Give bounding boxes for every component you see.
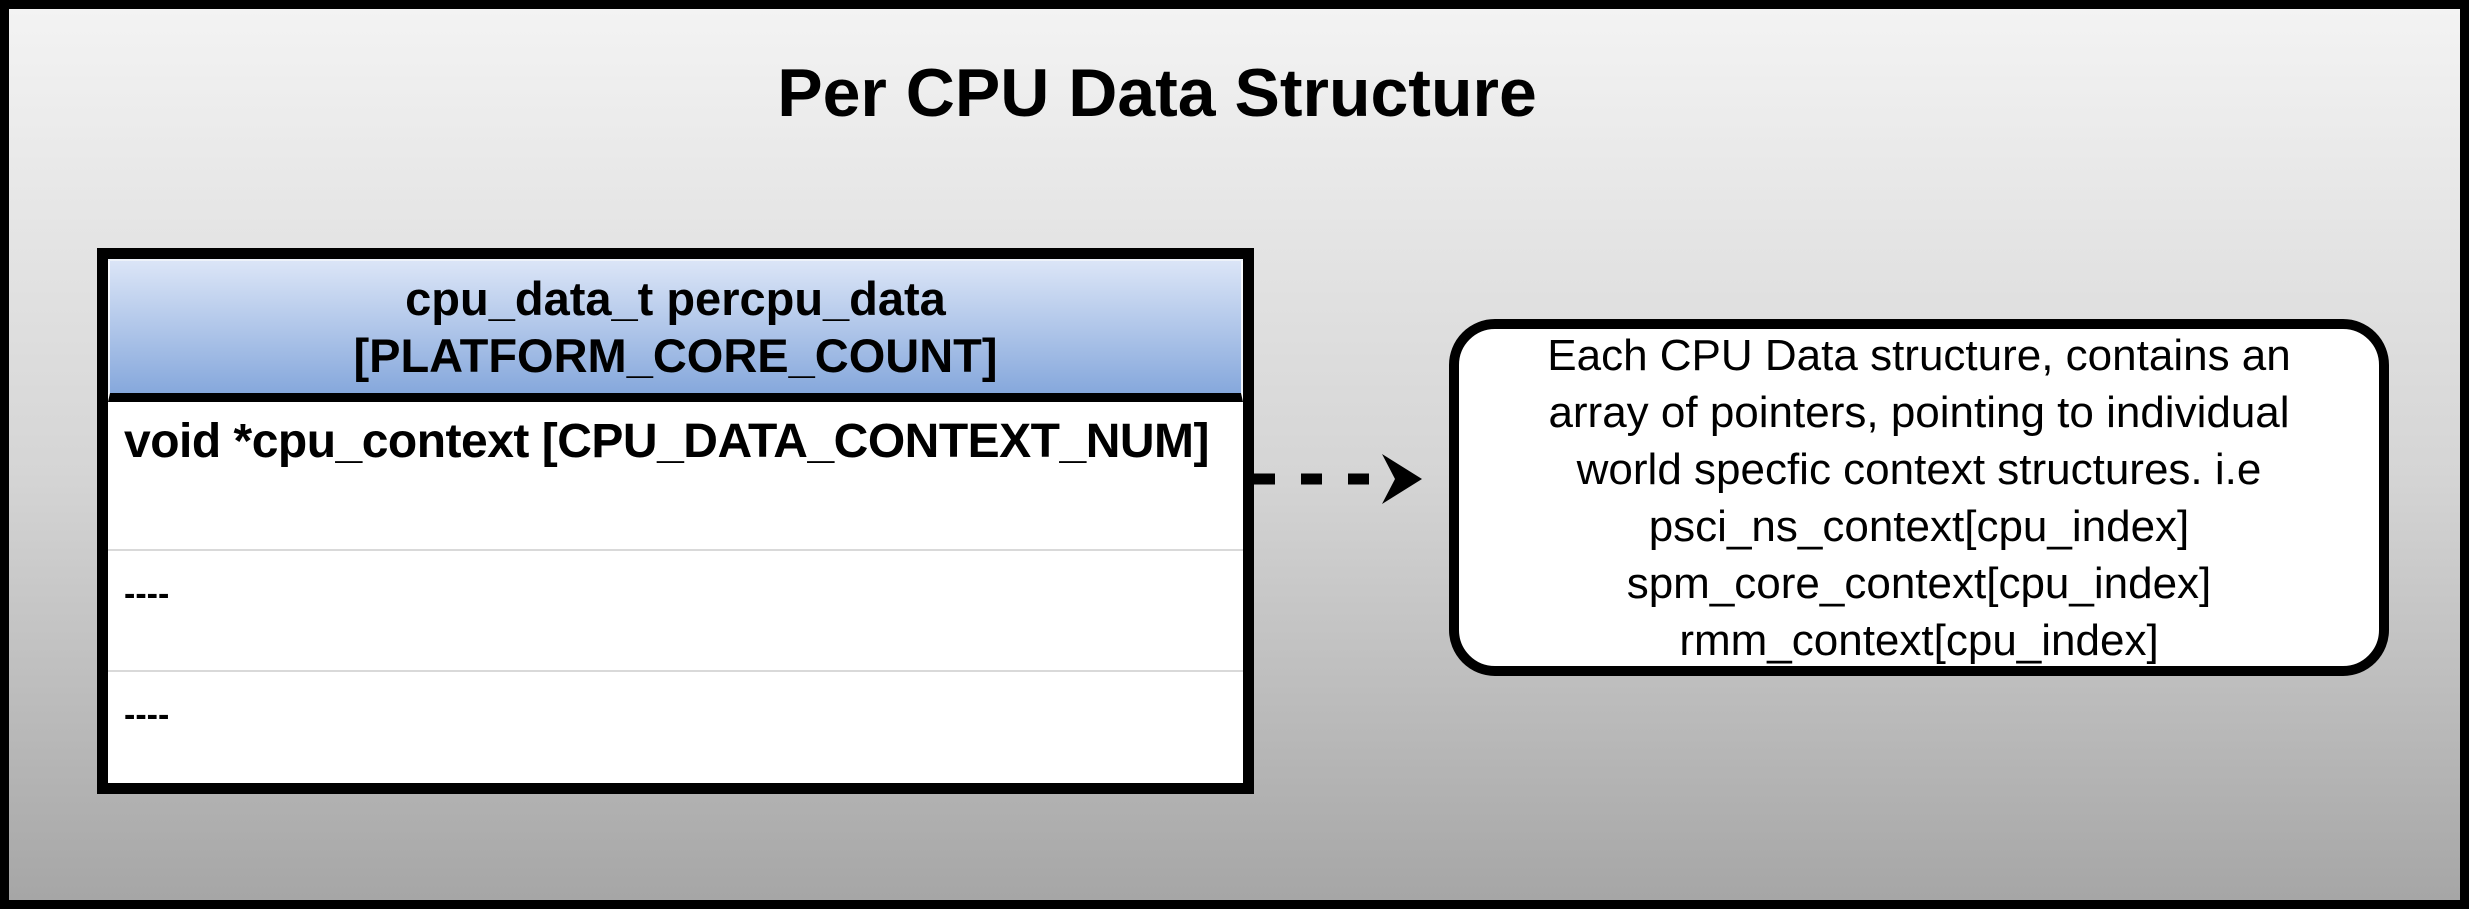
- cpu-context-note-callout: Each CPU Data structure, contains an arr…: [1449, 319, 2389, 676]
- table-row-placeholder-1: ----: [108, 551, 1243, 672]
- cpu-context-field-label: void *cpu_context [CPU_DATA_CONTEXT_NUM]: [124, 415, 1209, 468]
- table-row-cpu-context: void *cpu_context [CPU_DATA_CONTEXT_NUM]: [108, 402, 1243, 551]
- table-header-line-2: [PLATFORM_CORE_COUNT]: [353, 329, 998, 382]
- note-line: psci_ns_context[cpu_index]: [1648, 501, 2190, 551]
- diagram-title: Per CPU Data Structure: [777, 55, 1537, 131]
- note-line: world specfic context structures. i.e: [1576, 444, 2262, 494]
- cpu-data-table-header: cpu_data_t percpu_data [PLATFORM_CORE_CO…: [108, 259, 1243, 402]
- placeholder-dashes: ----: [124, 696, 170, 734]
- note-line: rmm_context[cpu_index]: [1679, 615, 2159, 665]
- placeholder-dashes: ----: [124, 575, 170, 613]
- table-header-line-1: cpu_data_t percpu_data: [405, 272, 946, 325]
- note-line: spm_core_context[cpu_index]: [1626, 558, 2212, 608]
- note-line: Each CPU Data structure, contains an: [1547, 330, 2291, 380]
- note-line: array of pointers, pointing to individua…: [1548, 387, 2290, 437]
- cpu-data-table: cpu_data_t percpu_data [PLATFORM_CORE_CO…: [97, 248, 1254, 794]
- table-row-placeholder-2: ----: [108, 672, 1243, 783]
- dashed-right-arrow-icon: [1254, 454, 1422, 504]
